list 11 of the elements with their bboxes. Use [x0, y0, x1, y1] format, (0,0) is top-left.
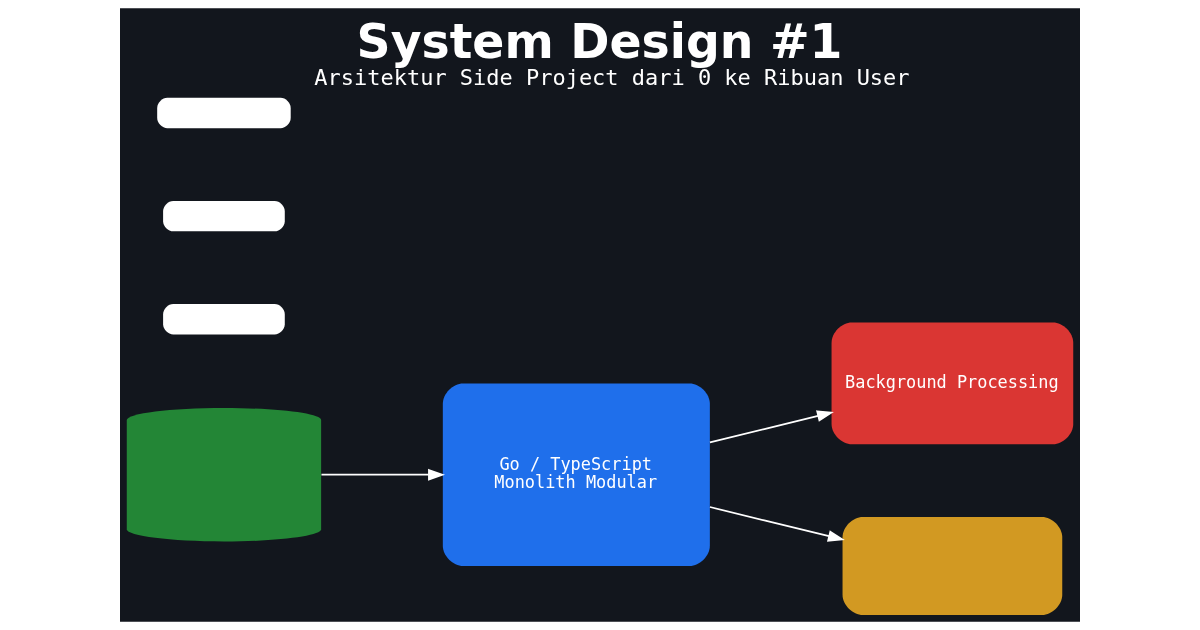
node-box — [842, 516, 1063, 615]
node-cylinder — [126, 407, 322, 542]
node-box — [163, 200, 285, 232]
arrow — [709, 410, 834, 444]
node-box — [163, 304, 285, 335]
node-box: Go / TypeScript Monolith Modular — [442, 383, 710, 566]
arrow — [320, 468, 445, 481]
node-box: Background Processing — [831, 322, 1074, 445]
diagram-title: System Design #1 — [356, 13, 843, 69]
arrow — [709, 506, 845, 542]
node-box — [157, 97, 291, 129]
